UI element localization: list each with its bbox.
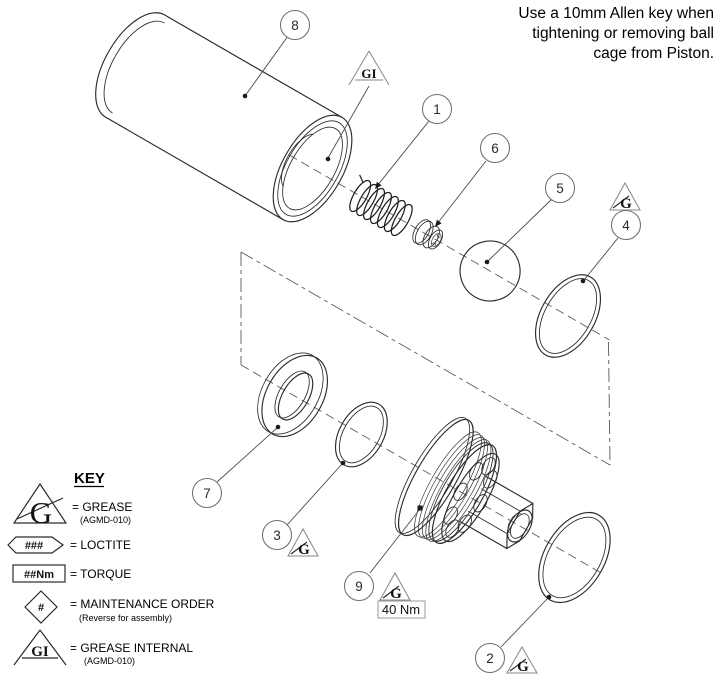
key-grease-internal-label: = GREASE INTERNAL bbox=[70, 641, 193, 655]
key-torque-row: ##Nm = TORQUE bbox=[12, 564, 131, 583]
key-loctite-row: ### = LOCTITE bbox=[7, 536, 131, 554]
key-loctite-symbol: ### bbox=[25, 540, 43, 552]
callout-9: 9 bbox=[343, 570, 375, 602]
upper-assembly-row bbox=[95, 12, 610, 358]
callout-5: 5 bbox=[544, 172, 576, 204]
key-loctite-label: = LOCTITE bbox=[70, 538, 131, 552]
oring-part-4 bbox=[534, 274, 602, 358]
key-title: KEY bbox=[74, 470, 105, 487]
note-text: Use a 10mm Allen key when tightening or … bbox=[518, 5, 714, 62]
torque-callout: 40 Nm bbox=[377, 600, 426, 619]
callout-7: 7 bbox=[191, 477, 223, 509]
callout-8-number: 8 bbox=[291, 18, 299, 33]
torque-value: 40 Nm bbox=[382, 602, 420, 617]
piston-part-9 bbox=[394, 417, 534, 550]
key-maintenance-symbol: # bbox=[38, 602, 44, 614]
callout-6-number: 6 bbox=[491, 141, 499, 156]
grease-symbol-9: G bbox=[379, 571, 411, 602]
lower-assembly-row bbox=[240, 352, 611, 604]
upper-centerline bbox=[288, 154, 610, 341]
key-grease-label: = GREASE bbox=[72, 500, 132, 514]
callout-1: 1 bbox=[421, 93, 453, 125]
washer-part-7 bbox=[257, 352, 329, 438]
ball-cage-holes bbox=[443, 457, 498, 538]
callout-4-number: 4 bbox=[622, 218, 630, 233]
key-legend: KEY G = GREASE (AGMD-010) ### = LOCTITE … bbox=[7, 470, 215, 666]
key-grease-internal-sub: (AGMD-010) bbox=[84, 656, 135, 666]
key-torque-symbol: ##Nm bbox=[24, 569, 54, 581]
key-grease-internal-row: GI = GREASE INTERNAL (AGMD-010) bbox=[13, 629, 193, 666]
key-grease-row: G = GREASE (AGMD-010) bbox=[12, 482, 132, 530]
grease-symbol-9-text: G bbox=[390, 586, 402, 602]
callout-2: 2 bbox=[474, 642, 506, 674]
piston-hex-nut bbox=[459, 475, 534, 550]
oring-part-3 bbox=[334, 401, 388, 468]
key-grease-symbol: G bbox=[30, 495, 52, 530]
key-torque-label: = TORQUE bbox=[70, 567, 131, 581]
grease-symbol-3: G bbox=[287, 527, 319, 558]
key-maintenance-row: # = MAINTENANCE ORDER (Reverse for assem… bbox=[24, 590, 215, 624]
leader-8 bbox=[242, 35, 289, 99]
callout-5-number: 5 bbox=[556, 181, 564, 196]
leader-5 bbox=[484, 198, 553, 265]
grease-symbol-2: G bbox=[506, 645, 538, 675]
key-maintenance-sub: (Reverse for assembly) bbox=[79, 613, 172, 623]
leader-grease-internal bbox=[325, 85, 370, 162]
callout-7-number: 7 bbox=[203, 486, 211, 501]
diagram-symbols: GI G G G 40 Nm G bbox=[287, 50, 641, 675]
leader-2 bbox=[500, 594, 552, 648]
key-maintenance-label: = MAINTENANCE ORDER bbox=[70, 597, 215, 611]
callout-4: 4 bbox=[610, 209, 642, 241]
callout-9-number: 9 bbox=[355, 579, 363, 594]
grease-symbol-3-text: G bbox=[298, 542, 310, 558]
leader-lines bbox=[216, 35, 619, 648]
callout-8: 8 bbox=[279, 9, 311, 41]
grease-internal-symbol: GI bbox=[348, 50, 390, 86]
grease-symbol-2-text: G bbox=[517, 659, 529, 675]
note-line-3: cage from Piston. bbox=[593, 45, 714, 62]
callout-2-number: 2 bbox=[486, 651, 494, 666]
cylinder-part-8 bbox=[95, 12, 353, 223]
grease-symbol-4: G bbox=[609, 181, 641, 212]
key-grease-internal-symbol: GI bbox=[31, 644, 49, 660]
leader-1 bbox=[375, 120, 430, 189]
oring-part-2 bbox=[538, 511, 611, 604]
section-jog-lines bbox=[240, 251, 611, 466]
leader-7 bbox=[216, 424, 281, 483]
note-line-2: tightening or removing ball bbox=[532, 25, 714, 42]
grease-symbol-4-text: G bbox=[620, 196, 632, 212]
grease-internal-symbol-text: GI bbox=[361, 66, 376, 81]
nut-part-6 bbox=[412, 219, 444, 250]
callout-1-number: 1 bbox=[433, 102, 441, 117]
callouts: 8 1 6 5 4 7 3 9 bbox=[191, 9, 642, 674]
leader-9 bbox=[369, 505, 423, 574]
leader-6 bbox=[435, 160, 487, 227]
callout-6: 6 bbox=[479, 132, 511, 164]
key-grease-sub: (AGMD-010) bbox=[80, 515, 131, 525]
leader-3 bbox=[286, 460, 346, 526]
note-line-1: Use a 10mm Allen key when bbox=[518, 5, 714, 22]
callout-3: 3 bbox=[261, 519, 293, 551]
callout-3-number: 3 bbox=[273, 528, 281, 543]
leader-4 bbox=[580, 237, 619, 284]
lower-centerline bbox=[240, 364, 605, 576]
